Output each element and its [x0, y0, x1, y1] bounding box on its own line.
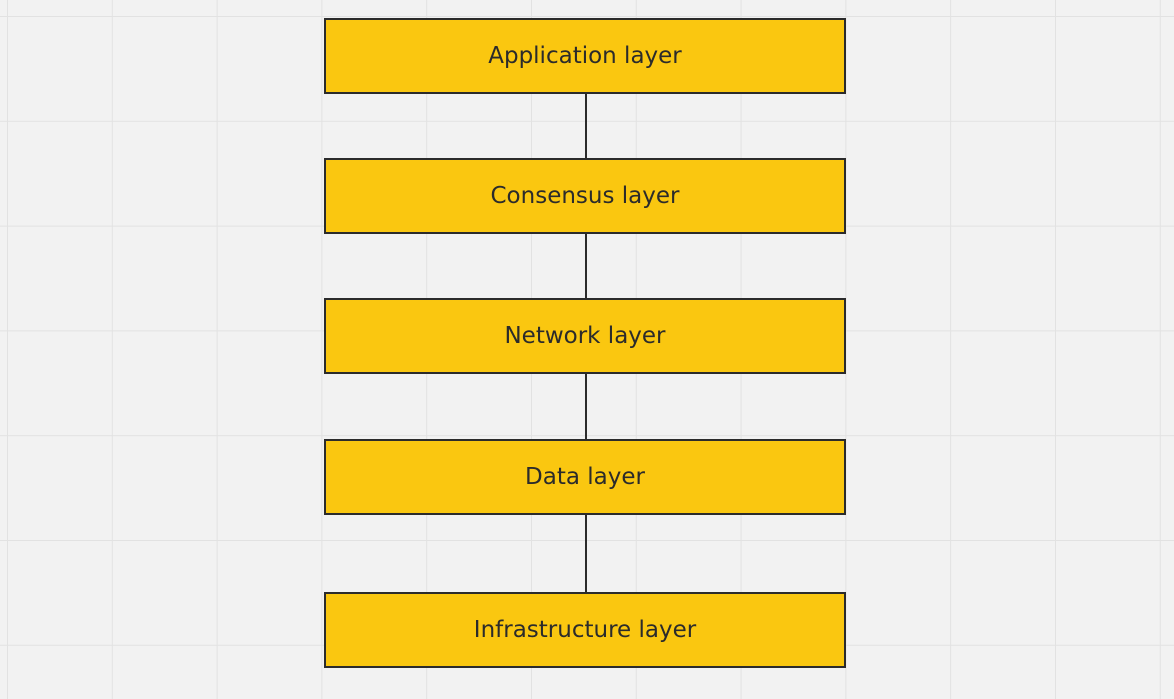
data-layer-label: Data layer: [525, 464, 645, 490]
consensus-layer-box[interactable]: Consensus layer: [324, 158, 846, 234]
application-layer-box[interactable]: Application layer: [324, 18, 846, 94]
infrastructure-layer-label: Infrastructure layer: [473, 617, 697, 643]
data-layer-box[interactable]: Data layer: [324, 439, 846, 515]
connector-data-infrastructure: [585, 515, 587, 592]
application-layer-label: Application layer: [488, 43, 682, 69]
infrastructure-layer-box[interactable]: Infrastructure layer: [324, 592, 846, 668]
connector-consensus-network: [585, 234, 587, 298]
connector-network-data: [585, 374, 587, 439]
connector-application-consensus: [585, 94, 587, 158]
network-layer-box[interactable]: Network layer: [324, 298, 846, 374]
network-layer-label: Network layer: [504, 323, 666, 349]
consensus-layer-label: Consensus layer: [490, 183, 680, 209]
